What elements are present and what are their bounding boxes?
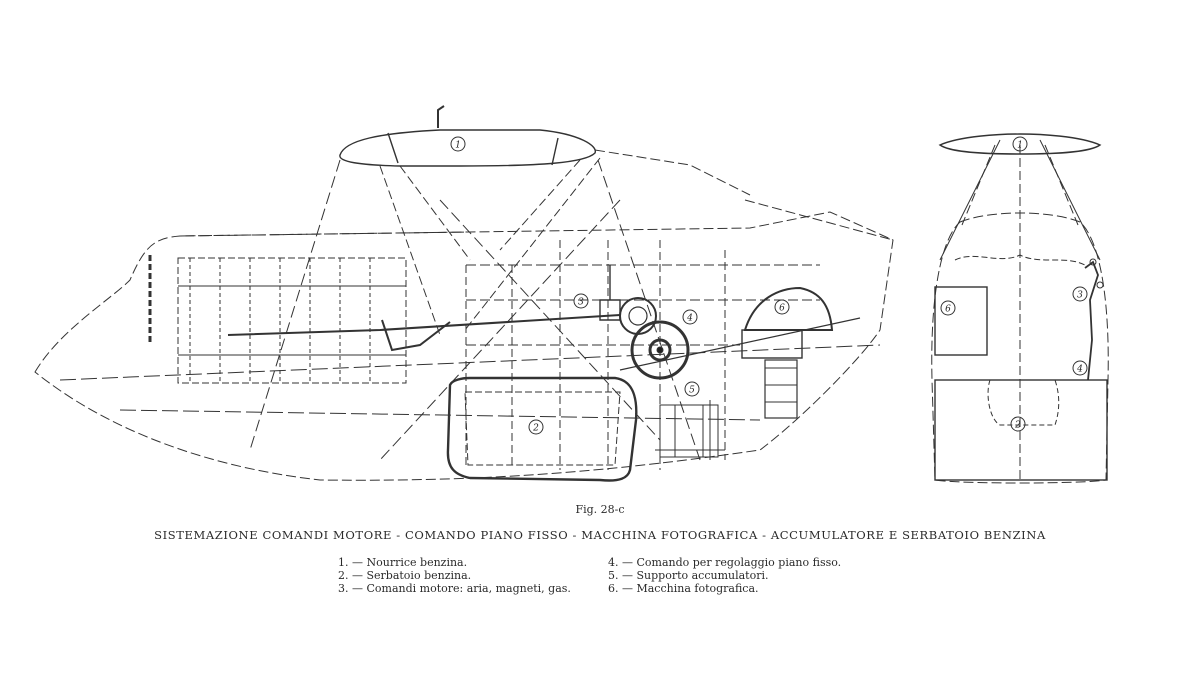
fuel-tank xyxy=(446,376,638,482)
figure-title: SISTEMAZIONE COMANDI MOTORE - COMANDO PI… xyxy=(154,528,1046,542)
engine-block xyxy=(177,257,407,384)
front-view xyxy=(931,133,1109,484)
figure-label: Fig. 28-c xyxy=(575,503,625,516)
legend-item: 4. — Comando per regolaggio piano fisso. xyxy=(608,556,842,569)
side-view xyxy=(34,105,894,482)
battery-support xyxy=(659,404,719,458)
legend-left: 1. — Nourrice benzina. 2. — Serbatoio be… xyxy=(338,556,571,595)
legend-right: 4. — Comando per regolaggio piano fisso.… xyxy=(608,556,841,595)
front-marker-3: 3 xyxy=(1077,291,1083,301)
legend-item: 3. — Comandi motore: aria, magneti, gas. xyxy=(338,582,571,595)
front-wing xyxy=(938,133,1102,155)
marker-3: 3 xyxy=(578,298,584,308)
marker-2: 2 xyxy=(532,424,539,434)
legend-item: 1. — Nourrice benzina. xyxy=(338,556,468,569)
camera xyxy=(743,286,834,331)
marker-4: 4 xyxy=(686,314,693,324)
technical-drawing: 1 2 3 4 5 6 1 2 3 4 6 xyxy=(34,105,1109,484)
legend-item: 2. — Serbatoio benzina. xyxy=(338,569,472,582)
marker-5: 5 xyxy=(689,386,695,396)
front-marker-2: 2 xyxy=(1014,421,1021,431)
marker-1: 1 xyxy=(455,141,461,151)
legend-item: 5. — Supporto accumulatori. xyxy=(608,569,769,582)
legend-item: 6. — Macchina fotografica. xyxy=(608,582,759,595)
upper-wing xyxy=(339,129,596,167)
front-marker-1: 1 xyxy=(1017,141,1023,151)
front-marker-6: 6 xyxy=(945,305,951,315)
front-marker-4: 4 xyxy=(1076,365,1083,375)
control-rod xyxy=(227,314,621,336)
control-wheel xyxy=(630,320,690,380)
marker-6: 6 xyxy=(779,304,785,314)
fuselage-outline xyxy=(34,211,894,481)
